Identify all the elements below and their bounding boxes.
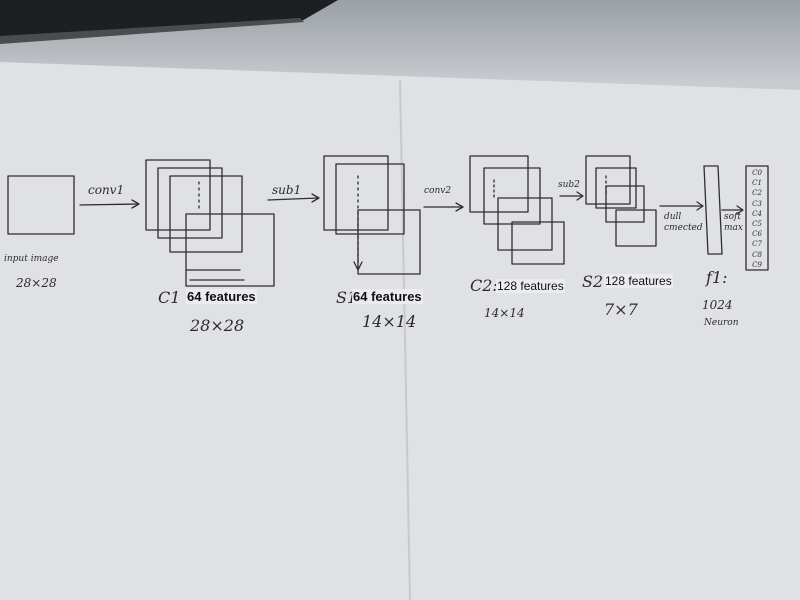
paper-sheet [0, 62, 800, 600]
output-class-list: C0 C1 C2 C3 C4 C5 C6 C7 C8 C9 [749, 168, 765, 270]
class-label: C3 [752, 199, 762, 208]
arrow-conv2-head [455, 202, 464, 212]
sub2-label: sub2 [558, 180, 580, 190]
c1-size-label: 28×28 [190, 316, 245, 335]
output-column-box [745, 165, 769, 271]
laptop-rim [0, 18, 304, 44]
paper-fold [399, 79, 411, 600]
conv2-label: conv2 [424, 186, 452, 196]
conv1-label: conv1 [88, 183, 125, 197]
c2-size-label: 14×14 [484, 306, 525, 320]
arrow-sub1 [267, 197, 319, 201]
c1-label: C1 [158, 288, 181, 307]
arrow-conv1-head [131, 199, 140, 209]
full-connected-label: dull cmected [664, 212, 703, 233]
class-label: C6 [752, 230, 762, 239]
input-size-label: 28×28 [16, 276, 57, 290]
arrow-full-connected-head [696, 201, 704, 211]
f1-neuron-layer [703, 165, 723, 255]
arrow-sub1-head [311, 193, 320, 203]
class-label: C9 [752, 260, 762, 269]
c2-feature-maps [469, 155, 565, 265]
sub1-label: sub1 [272, 183, 302, 197]
s1-label: S1 [336, 288, 358, 307]
s2-size-label: 7×7 [604, 300, 638, 319]
class-label: C2 [752, 189, 762, 198]
f1-unit-label: Neuron [704, 318, 739, 328]
c2-features-label: 128 features [496, 279, 565, 293]
c1-feature-maps [145, 159, 275, 287]
class-label: C0 [752, 169, 762, 178]
class-label: C7 [752, 240, 762, 249]
s2-features-label: 128 features [604, 274, 673, 288]
c1-features-label: 64 features [186, 289, 257, 304]
f1-label: f1: [706, 268, 728, 287]
s2-feature-maps [585, 155, 657, 247]
class-label: C5 [752, 220, 762, 229]
s1-features-label: 64 features [352, 289, 423, 304]
arrow-softmax-head [736, 205, 744, 215]
softmax-label: soft max [724, 212, 743, 233]
arrow-sub2-head [576, 191, 584, 201]
arrow-conv1 [79, 203, 139, 206]
s2-label: S2: [582, 272, 609, 291]
class-label: C8 [752, 250, 762, 259]
c2-label: C2: [470, 276, 498, 295]
class-label: C1 [752, 179, 762, 188]
class-label: C4 [752, 209, 762, 218]
laptop-edge [0, 0, 338, 40]
s1-size-label: 14×14 [362, 312, 417, 331]
f1-count-label: 1024 [702, 298, 733, 312]
input-image-label: input image [4, 254, 59, 264]
s1-feature-maps [323, 155, 421, 275]
input-image-box [7, 175, 75, 235]
